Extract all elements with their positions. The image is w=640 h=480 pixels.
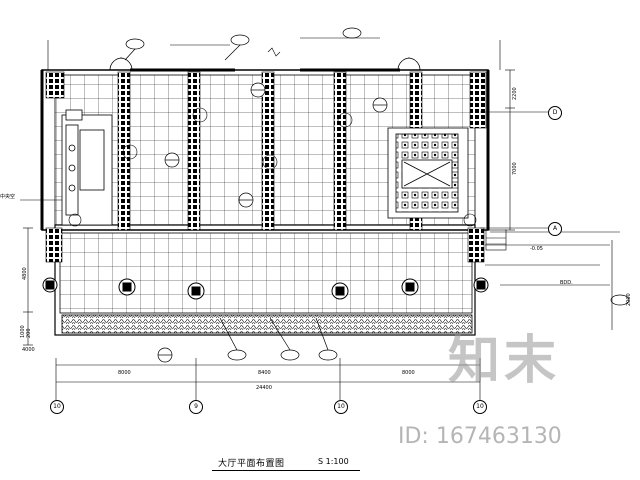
dim-right-mid: 7000: [512, 162, 518, 175]
dim-right-lower: 2000: [626, 293, 632, 306]
grid-axis-bubble: 9: [189, 400, 203, 414]
dimension-lines: [20, 37, 620, 400]
dim-left-mid: 4800: [22, 267, 28, 280]
grid-axis-bubble: 10: [334, 400, 348, 414]
title-underline: [212, 470, 360, 471]
dim-bottom-1: 8000: [118, 370, 131, 376]
left-bottom-note: 4000: [22, 347, 35, 353]
columns: [42, 277, 489, 300]
dim-bottom-3: 8000: [402, 370, 415, 376]
lower-hall-tiles: [59, 232, 473, 314]
left-note: 中央空: [0, 194, 16, 200]
dim-total: 24400: [256, 385, 272, 391]
lounge-area: [387, 127, 469, 219]
dim-left-lower-2: 200: [26, 328, 32, 338]
grid-axis-bubble: D: [548, 106, 562, 120]
section-markers: [157, 82, 388, 363]
grid-axis-bubble: A: [548, 222, 562, 236]
entrance-doors: [109, 57, 421, 71]
callout-tags: [124, 27, 630, 361]
pebble-strip: [61, 314, 473, 334]
dim-bottom-2: 8400: [258, 370, 271, 376]
watermark-id: ID: 167463130: [398, 424, 562, 449]
stair-step: [485, 229, 507, 251]
grid-axis-bubble: 10: [50, 400, 64, 414]
reception-desk: [61, 109, 113, 226]
level-annotation: -0.05: [530, 246, 543, 252]
plants: [68, 107, 477, 227]
drawing-title: 大厅平面布置图: [218, 459, 285, 469]
floor-note: BDD.: [560, 280, 573, 286]
drawing-scale: S 1:100: [318, 457, 349, 466]
dim-right-upper: 2200: [512, 87, 518, 100]
grid-axis-bubble: 10: [473, 400, 487, 414]
watermark-logo: 知末: [448, 331, 561, 391]
